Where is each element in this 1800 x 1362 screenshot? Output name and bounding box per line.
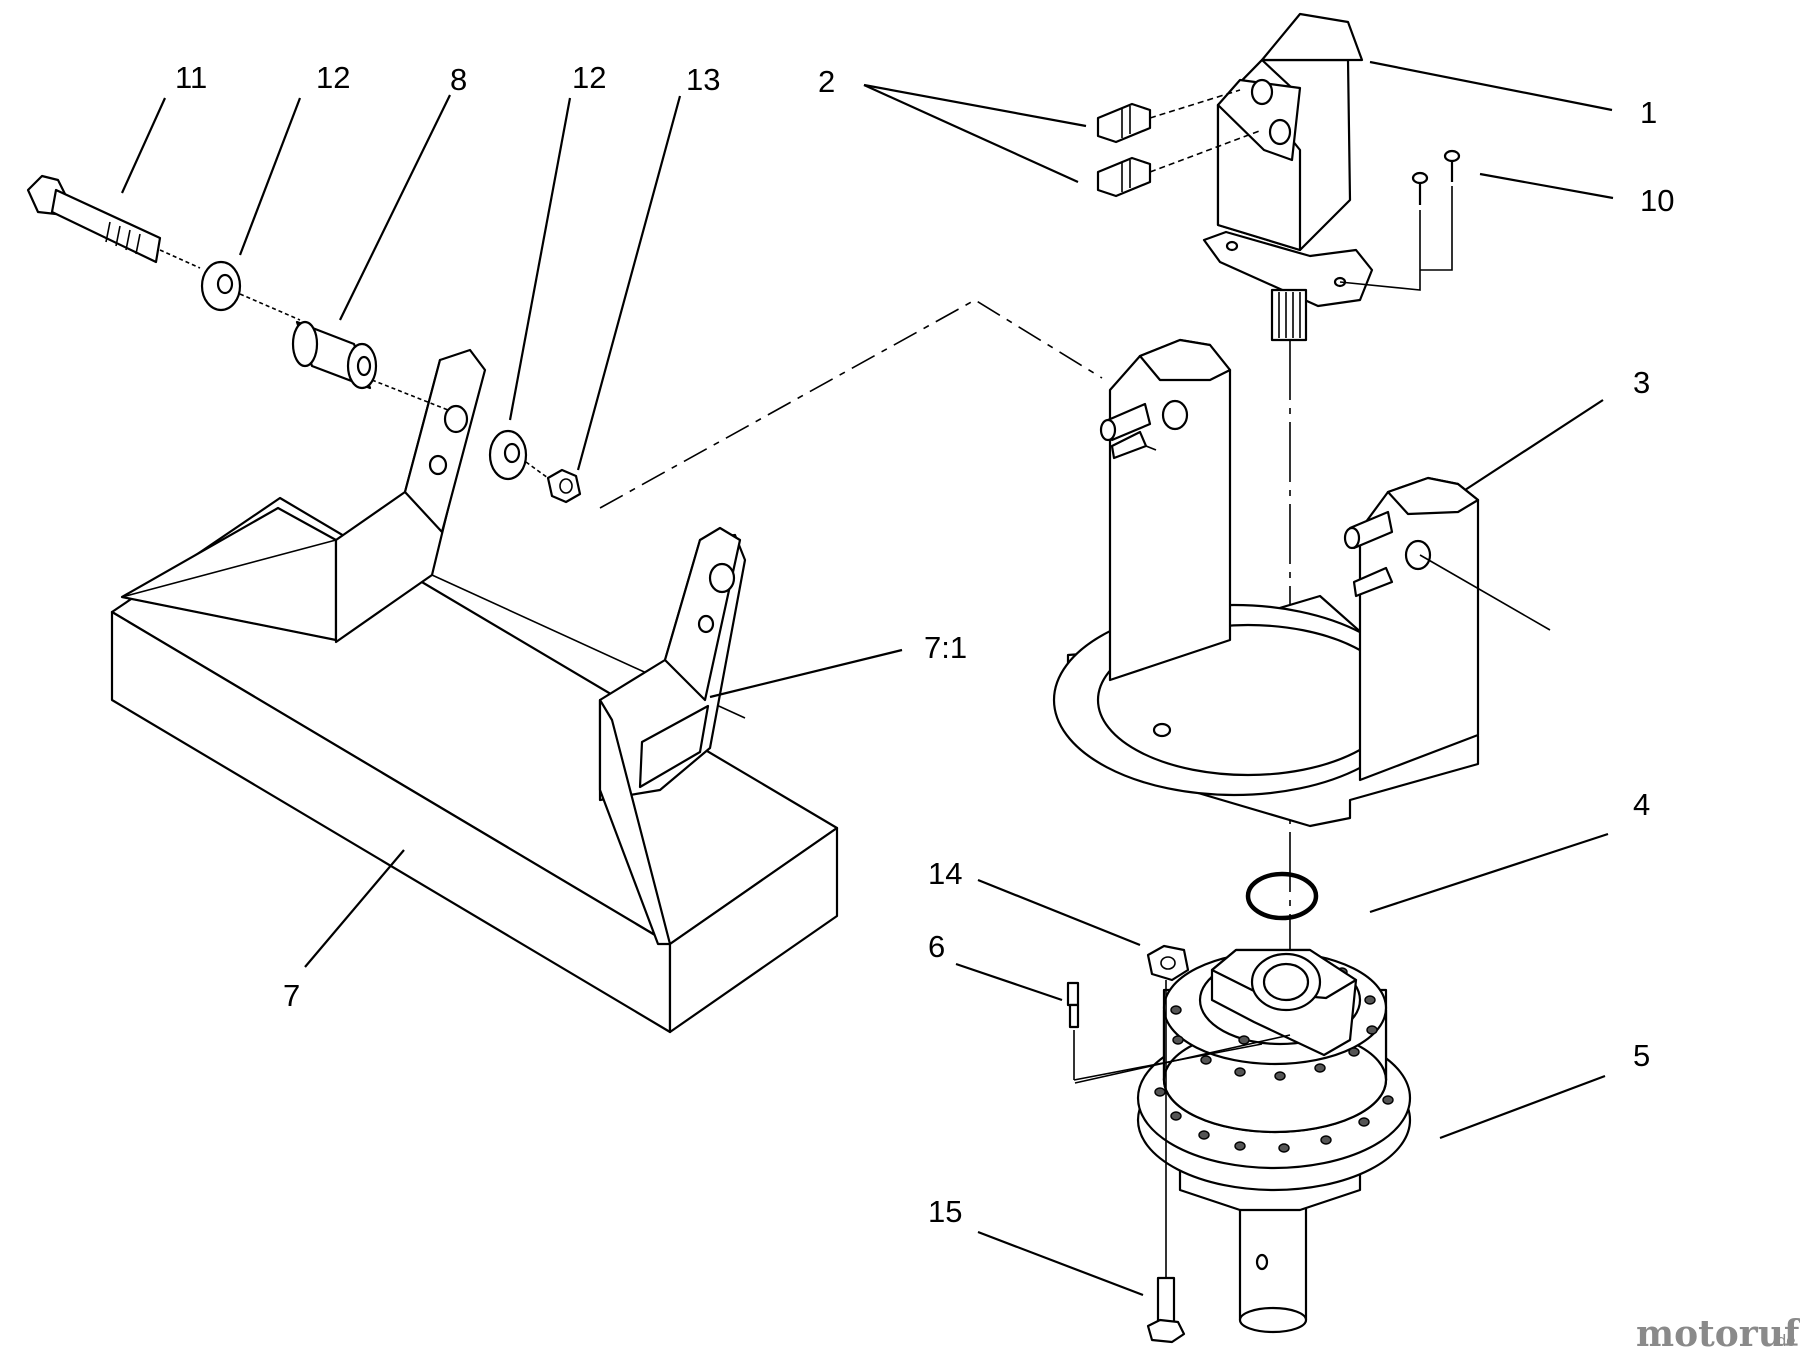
label-8: 8 [450, 62, 467, 97]
stud-6 [1066, 981, 1263, 1081]
o-ring [1245, 871, 1319, 921]
label-12b: 12 [572, 60, 606, 95]
pivot-hardware [26, 174, 1103, 509]
label-12a: 12 [316, 60, 350, 95]
label-10: 10 [1640, 183, 1674, 218]
bolt-15 [1146, 1160, 1186, 1344]
label-13: 13 [686, 62, 720, 97]
label-7-1: 7:1 [924, 630, 967, 665]
label-1: 1 [1640, 95, 1657, 130]
cradle-bracket [1052, 338, 1551, 828]
label-14: 14 [928, 856, 962, 891]
leader-lines [120, 60, 1614, 1297]
screws [1339, 149, 1461, 291]
label-6: 6 [928, 929, 945, 964]
watermark-tld: .de [1772, 1331, 1796, 1350]
label-4: 4 [1633, 787, 1650, 822]
label-11: 11 [175, 60, 207, 95]
part-labels: 11 12 8 12 13 2 1 10 3 7:1 4 14 6 7 5 15 [175, 60, 1674, 1229]
planetary-gearbox [1074, 948, 1412, 1334]
label-3: 3 [1633, 365, 1650, 400]
fittings [1096, 89, 1263, 198]
label-2: 2 [818, 64, 835, 99]
watermark-logo: motoruf .de [1636, 1313, 1800, 1355]
label-15: 15 [928, 1194, 962, 1229]
label-5: 5 [1633, 1038, 1650, 1073]
mount-frame [110, 348, 839, 1034]
nut-14 [1146, 944, 1190, 1160]
hydraulic-motor [1202, 12, 1374, 1035]
label-7: 7 [283, 978, 300, 1013]
watermark-brand: motoruf [1636, 1313, 1800, 1355]
